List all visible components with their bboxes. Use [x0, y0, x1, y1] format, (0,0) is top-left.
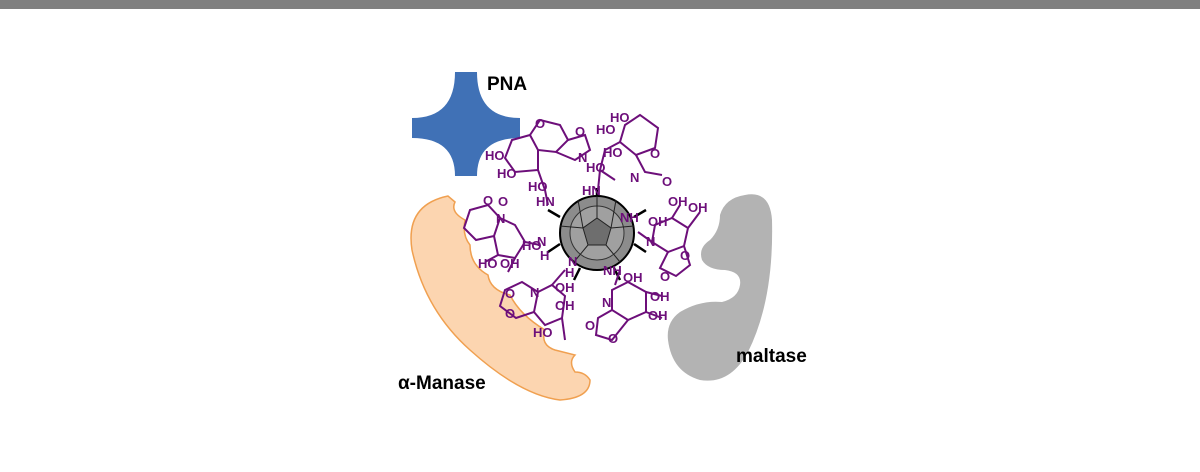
atom-label: O	[535, 116, 545, 131]
sugar-unit-6	[637, 204, 701, 278]
atom-label: N	[530, 285, 539, 300]
atom-label: OH	[555, 280, 575, 295]
atom-label: O	[483, 193, 493, 208]
manase-enzyme-shape	[410, 195, 591, 401]
atom-label: HO	[522, 238, 542, 253]
maltase-label: maltase	[736, 346, 807, 367]
atom-label: HO	[528, 179, 548, 194]
atom-label: HO	[478, 256, 498, 271]
atom-label: OH	[623, 270, 643, 285]
atom-label: HO	[603, 145, 623, 160]
atom-label: OH	[648, 214, 668, 229]
atom-label: N	[537, 234, 546, 249]
top-bar	[0, 0, 1200, 9]
atom-label: OH	[668, 194, 688, 209]
atom-label: N	[578, 150, 587, 165]
atom-label: N	[496, 211, 505, 226]
atom-label: N	[602, 295, 611, 310]
pna-lectin-shape	[412, 72, 520, 176]
fullerene-core	[547, 188, 647, 281]
atom-label: O	[608, 331, 618, 346]
atom-label: O	[650, 146, 660, 161]
sugar-unit-4	[498, 269, 567, 341]
maltase-enzyme-shape	[667, 194, 773, 381]
atom-label: OH	[500, 256, 520, 271]
atom-label: O	[680, 248, 690, 263]
atom-label: HO	[596, 122, 616, 137]
pna-label: PNA	[487, 74, 527, 95]
atom-label: O	[662, 174, 672, 189]
atom-label: HO	[610, 110, 630, 125]
atom-label: HO	[497, 166, 517, 181]
sugar-unit-1	[503, 118, 592, 206]
atom-label: NH	[603, 263, 622, 278]
sugar-unit-5	[594, 269, 663, 342]
atom-label: HN	[536, 194, 555, 209]
atom-label: HO	[586, 160, 606, 175]
atom-label: N	[630, 170, 639, 185]
atom-label: O	[585, 318, 595, 333]
atom-label: HO	[485, 148, 505, 163]
atom-label: OH	[555, 298, 575, 313]
atom-label: HN	[582, 183, 601, 198]
manase-label: α-Manase	[398, 373, 486, 394]
atom-label: OH	[648, 308, 668, 323]
atom-label: OH	[688, 200, 708, 215]
atom-label: HO	[533, 325, 553, 340]
atom-label: H	[565, 265, 574, 280]
atom-label: O	[505, 286, 515, 301]
atom-label: H	[540, 248, 549, 263]
atom-label: O	[575, 124, 585, 139]
atom-label: NH	[620, 210, 639, 225]
atom-label: O	[498, 194, 508, 209]
atom-label: N	[646, 234, 655, 249]
atom-label: N	[568, 254, 577, 269]
sugar-unit-2	[597, 113, 663, 191]
atom-label: OH	[650, 289, 670, 304]
atom-label: O	[660, 269, 670, 284]
atom-label: O	[505, 306, 515, 321]
sugar-unit-3	[462, 203, 541, 273]
